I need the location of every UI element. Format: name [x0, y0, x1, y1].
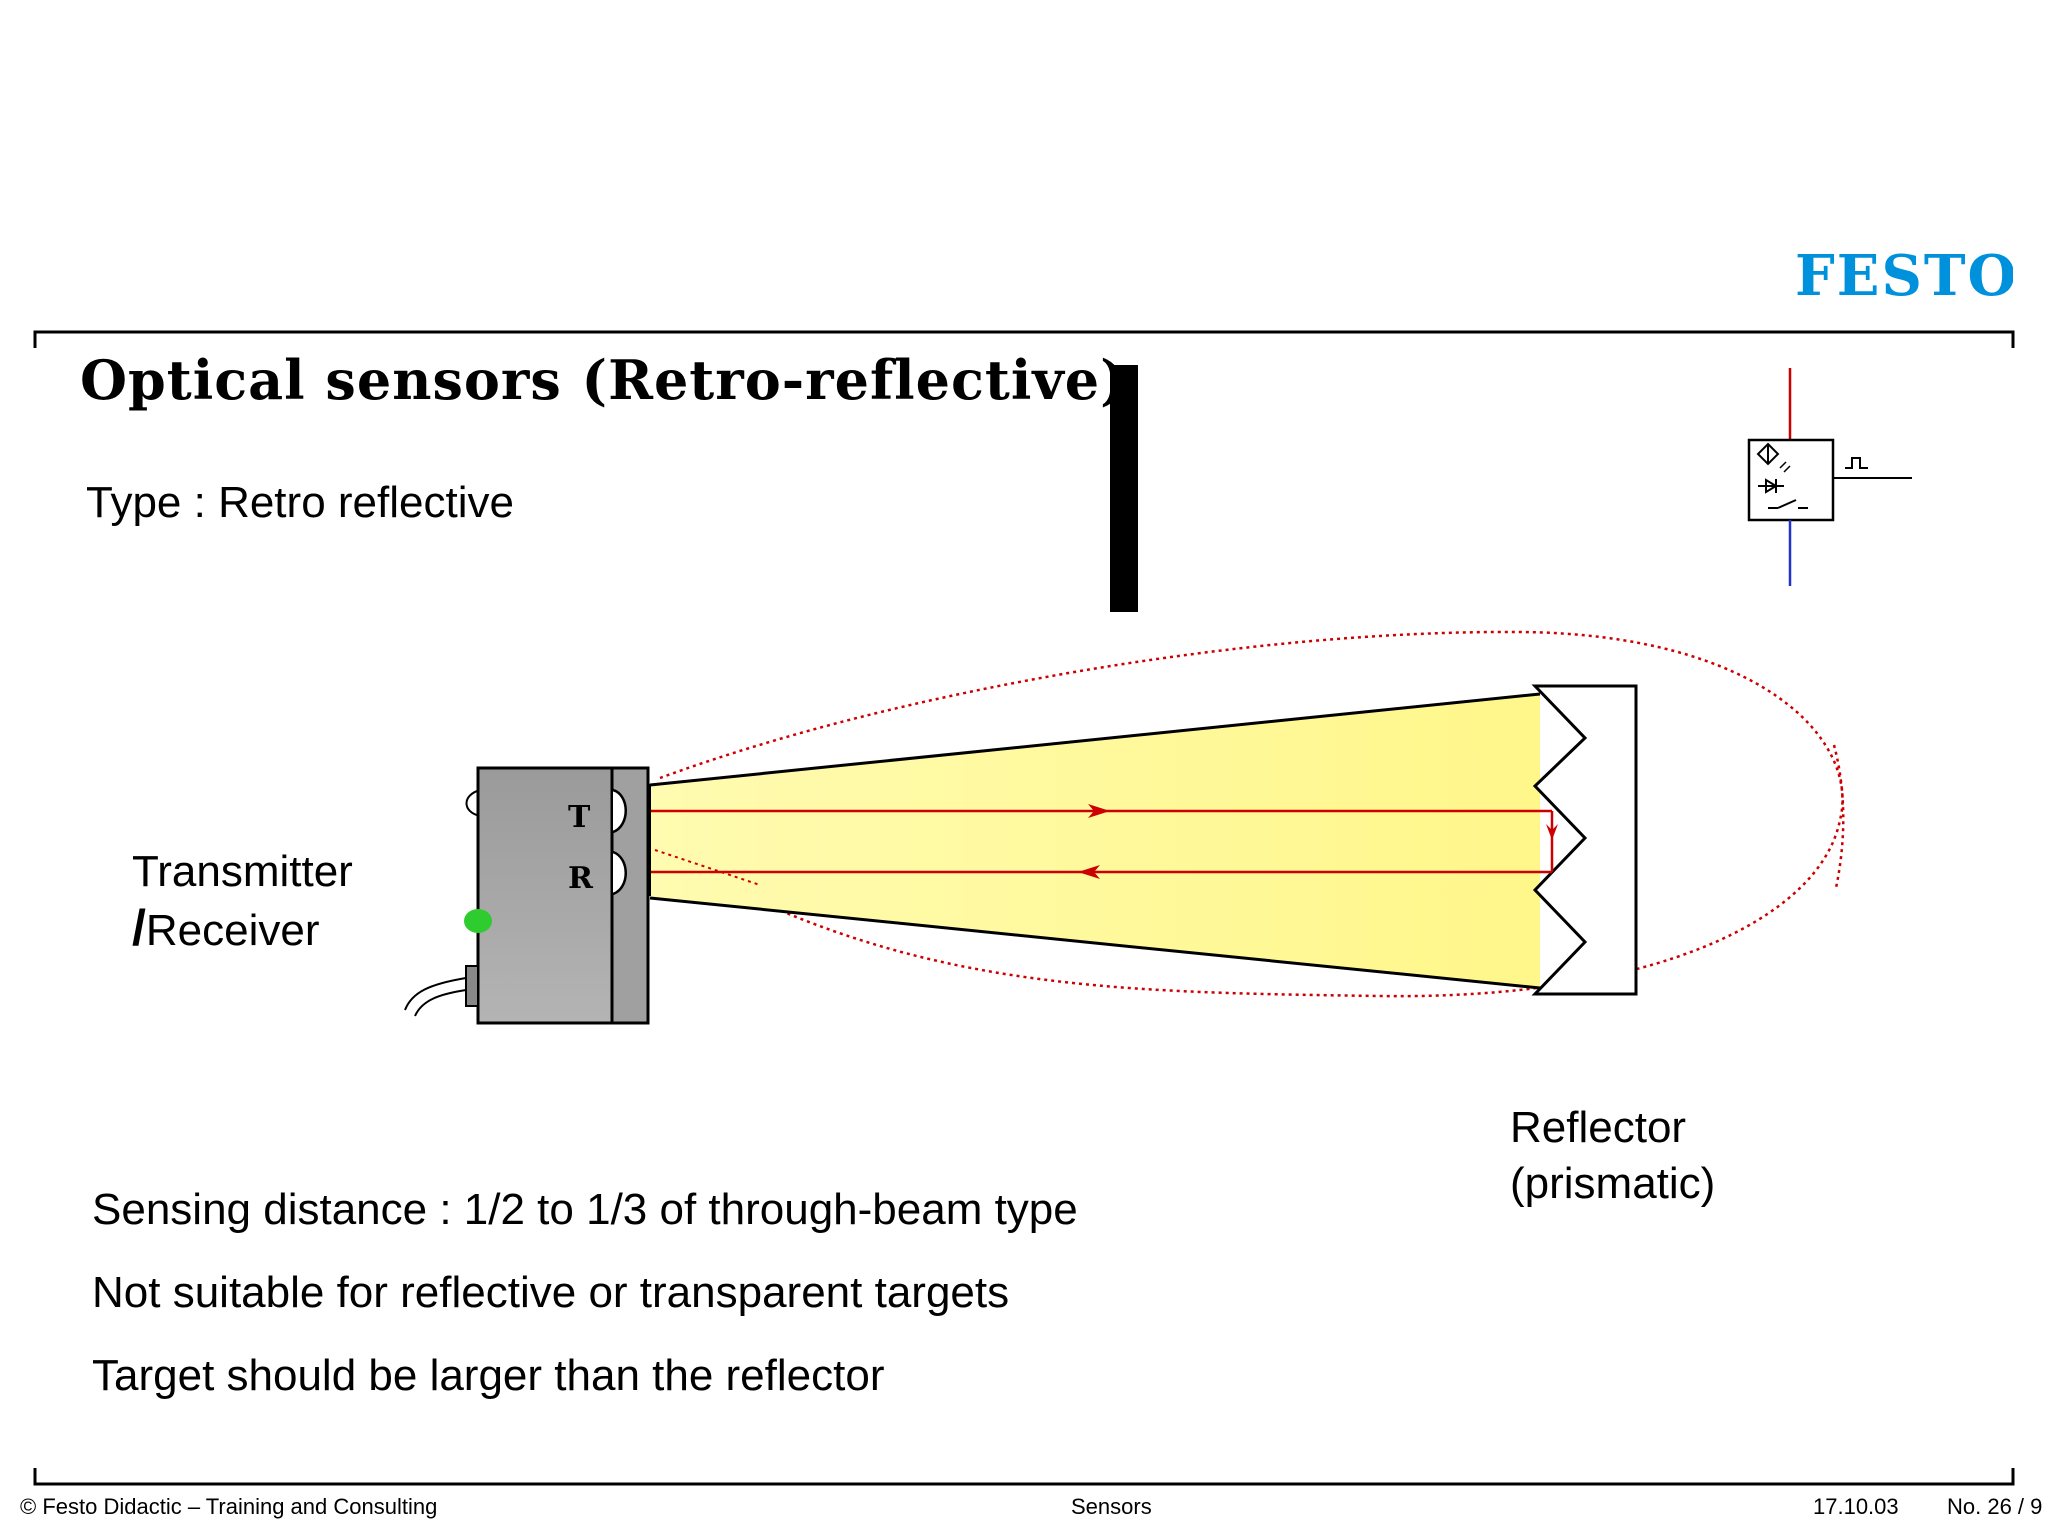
sensor-housing: T R: [404, 766, 651, 1025]
bullet-target-size: Target should be larger than the reflect…: [92, 1351, 885, 1400]
footer-page-number: No. 26 / 9: [1947, 1494, 2043, 1519]
footer-date: 17.10.03: [1813, 1494, 1899, 1519]
transmitter-label: Transmitter /Receiver: [132, 844, 353, 959]
reflector-label-line1: Reflector: [1510, 1103, 1687, 1152]
target-object: [1110, 365, 1138, 612]
cable-wire-2: [414, 989, 467, 1017]
slash-glyph: /: [132, 900, 146, 956]
prismatic-reflector: [1531, 684, 1638, 996]
bullet-not-suitable: Not suitable for reflective or transpare…: [92, 1268, 1010, 1317]
r-marker: R: [568, 861, 594, 896]
top-frame-line: [33, 330, 2015, 348]
beam-upper-edge: [649, 692, 1541, 787]
t-marker: T: [568, 800, 591, 835]
type-line: Type : Retro reflective: [86, 478, 514, 527]
reflection-arrow: [1546, 824, 1558, 840]
cable-wire-1: [404, 977, 467, 1011]
logo-text: FESTO: [1795, 245, 2013, 303]
bottom-frame-line: [33, 1468, 2015, 1486]
receiver-lens: [612, 850, 627, 896]
cable-connector: [465, 965, 479, 1007]
transmitter-label-line2: /Receiver: [132, 900, 320, 956]
reflector-label: Reflector (prismatic): [1510, 1100, 1715, 1212]
sensor-circuit-symbol: [1747, 368, 1912, 586]
returned-arrow: [1078, 865, 1100, 879]
emitted-arrow: [1088, 804, 1110, 818]
slide-title: Optical sensors (Retro-reflective): [80, 348, 1127, 412]
status-led: [464, 909, 492, 933]
festo-logo: FESTO: [1795, 245, 2013, 303]
reflector-label-line2: (prismatic): [1510, 1159, 1716, 1208]
transmitter-label-line1: Transmitter: [132, 847, 353, 896]
footer-topic: Sensors: [1071, 1494, 1152, 1519]
footer-copyright: © Festo Didactic – Training and Consulti…: [20, 1494, 438, 1519]
beam-lower-edge: [649, 896, 1541, 990]
light-beam: [650, 694, 1540, 988]
bullet-sensing-distance: Sensing distance : 1/2 to 1/3 of through…: [92, 1185, 1078, 1234]
receiver-cone-hint: [654, 849, 761, 886]
transmitter-lens: [612, 788, 627, 834]
lobe-edge-arc: [1832, 744, 1845, 889]
